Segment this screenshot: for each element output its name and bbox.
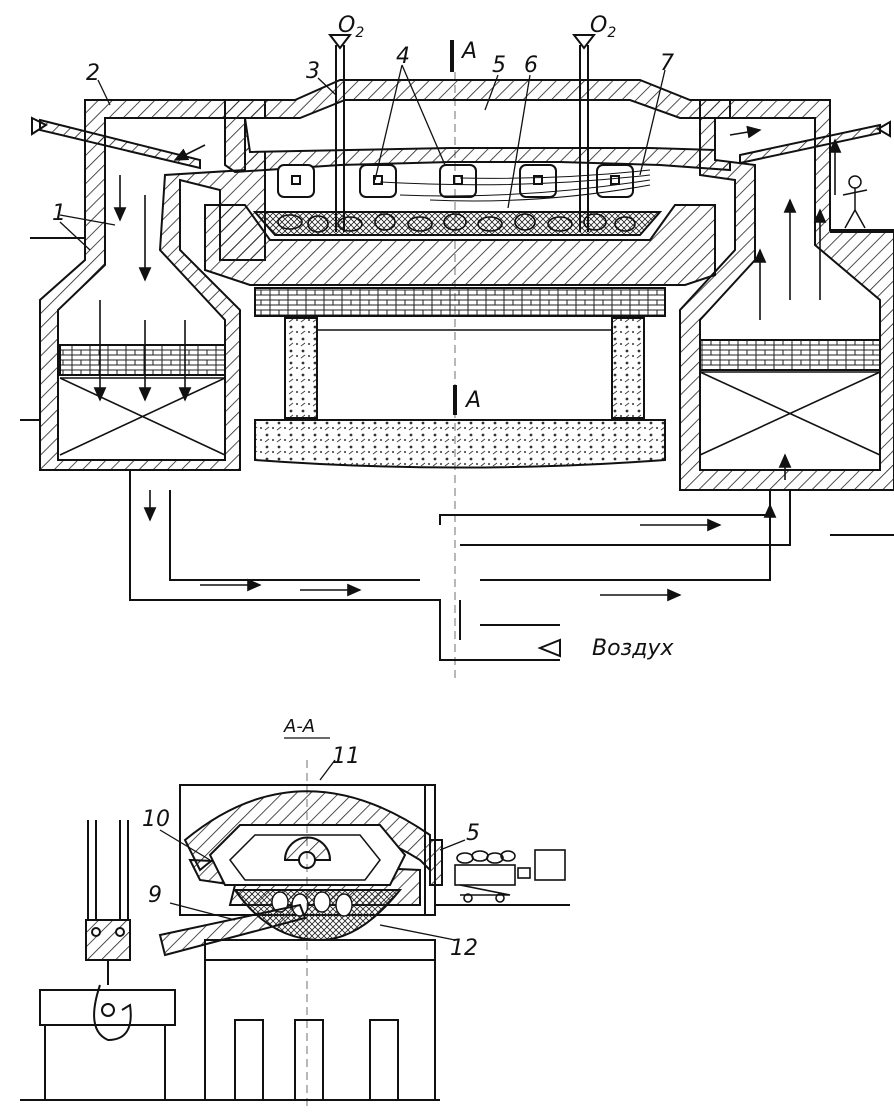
cross-leader-lines [159,759,466,941]
charging-doors [277,164,634,198]
leader-lines [59,64,666,251]
furnace-longitudinal-section [20,34,894,680]
tap-spout [158,903,307,957]
flue-ducts [129,470,791,661]
right-regen-cross [699,371,881,456]
air-inlet-marker [537,638,561,658]
o2-right-label: O2 [590,13,616,41]
furnace-cross-section [20,737,570,1110]
o2-left-label: O2 [338,13,364,41]
support-beam [254,287,666,317]
label-11: 11 [332,744,360,769]
right-burner-tip [876,120,891,138]
label-4: 4 [396,44,410,69]
section-a-bottom-label: A [464,388,481,413]
label-5b: 5 [466,821,480,846]
foundation [254,419,666,469]
label-3: 3 [306,59,320,84]
person-scale-figure [842,175,868,229]
label-6: 6 [524,53,538,78]
left-burner [39,118,201,170]
label-1: 1 [52,201,66,226]
label-10: 10 [142,807,170,832]
left-regen-cross [59,377,226,456]
right-checker [699,339,881,371]
bath-hearth [204,204,716,286]
top-labels: O2 O2 A A 1 2 3 4 5 6 7 Воздух [52,13,674,661]
oxygen-lances [327,34,597,232]
air-label: Воздух [592,636,674,661]
crane-ladle [39,820,176,1101]
label-9: 9 [148,883,162,908]
label-7: 7 [660,51,674,76]
ladle [39,989,176,1101]
charging-machine [454,849,566,903]
left-checker [59,344,226,376]
cross-section-labels: A-A 11 10 5 9 12 [142,716,480,961]
charging-door-side [429,839,443,886]
right-column [611,317,645,419]
flame-torch [379,169,651,202]
label-5: 5 [492,53,506,78]
gas-flow-arrows [93,125,842,602]
label-12: 12 [450,936,478,961]
right-burner [739,123,881,165]
left-column [284,317,318,419]
burner-port [283,836,332,861]
section-a-top-label: A [460,39,477,64]
section-title: A-A [283,716,315,737]
left-burner-tip [31,116,49,136]
label-2: 2 [86,61,100,86]
